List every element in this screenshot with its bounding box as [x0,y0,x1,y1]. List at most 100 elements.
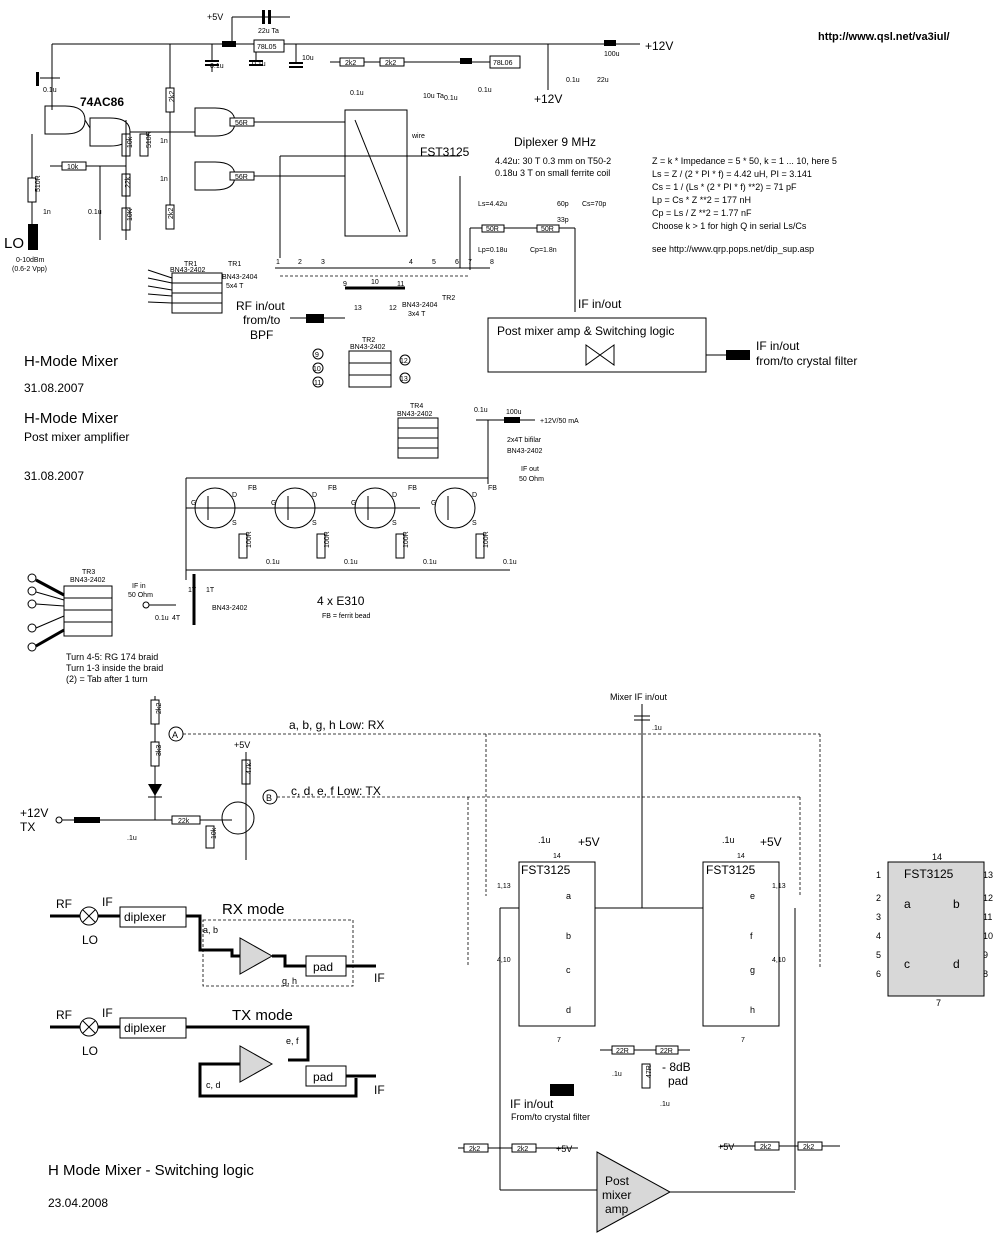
svg-text:D: D [392,492,397,499]
pad-note-2: pad [668,1074,688,1088]
svg-text:Turn 1-3 inside the braid: Turn 1-3 inside the braid [66,663,163,673]
svg-text:1T: 1T [206,587,215,594]
svg-text:10u Ta: 10u Ta [423,93,444,100]
svg-text:5x4 T: 5x4 T [226,283,244,290]
svg-text:1n: 1n [43,209,51,216]
svg-text:RF: RF [56,897,72,911]
rf-label-3: BPF [250,328,273,342]
fet-4: G D S FB 100R 0.1u [431,485,517,566]
svg-text:IF: IF [102,1006,113,1020]
post-mixer-amp-box[interactable] [487,317,707,373]
svg-text:2k2: 2k2 [469,1146,480,1153]
svg-text:.1u: .1u [660,1101,670,1108]
svg-text:FB: FB [248,485,257,492]
svg-text:Ls=4.42u: Ls=4.42u [478,201,507,208]
svg-text:4,10: 4,10 [772,957,786,964]
svg-text:amp: amp [605,1202,629,1216]
svg-text:100u: 100u [506,409,522,416]
svg-text:14: 14 [737,853,745,860]
node-b [262,789,278,805]
svg-text:100u: 100u [604,51,620,58]
xor-gate-2 [89,117,131,147]
if-crystal-connector[interactable] [550,1084,574,1096]
amp-date: 31.08.2007 [24,469,84,483]
svg-text:2k2: 2k2 [760,1144,771,1151]
tx-mode-diagram: RF IF LO diplexer TX mode e, f pad c, d … [50,1006,385,1098]
svg-text:14: 14 [932,852,942,862]
header-url[interactable]: http://www.qsl.net/va3iul/ [818,31,950,43]
svg-text:22k: 22k [125,176,132,188]
svg-text:50R: 50R [486,226,499,233]
regulator-78l05 [253,39,285,53]
amp-section: H-Mode Mixer Post mixer amplifier 31.08.… [24,403,579,684]
svg-text:IF: IF [102,895,113,909]
supply-5v-label: +5V [207,12,223,22]
svg-text:100R: 100R [403,531,410,548]
fst3125-right [702,861,780,1027]
svg-text:3: 3 [321,259,325,266]
svg-text:4: 4 [409,259,413,266]
svg-text:2: 2 [876,893,881,903]
cap-22u-ta: 22u Ta [258,28,279,35]
svg-text:10u: 10u [302,55,314,62]
svg-text:Cs = 1 / (Ls * (2 * PI * f) **: Cs = 1 / (Ls * (2 * PI * f) **2) = 71 pF [652,182,797,192]
see-link[interactable]: see http://www.qrp.pops.net/dip_sup.asp [652,244,814,254]
svg-text:0.1u: 0.1u [474,407,488,414]
svg-text:TR2: TR2 [442,295,455,302]
svg-text:LO: LO [82,1044,98,1058]
svg-text:c, d: c, d [206,1080,221,1090]
svg-text:Turn 4-5: RG 174 braid: Turn 4-5: RG 174 braid [66,652,158,662]
svg-text:22u: 22u [597,77,609,84]
svg-text:+5V: +5V [760,835,782,849]
svg-text:Z = k * Impedance = 5 * 50, k: Z = k * Impedance = 5 * 50, k = 1 ... 10… [652,156,837,166]
svg-text:510R: 510R [35,175,42,192]
fst3125-left [518,861,596,1027]
svg-text:RF: RF [56,1008,72,1022]
fst3125-label: FST3125 [420,145,470,159]
svg-text:BN43-2402: BN43-2402 [212,605,248,612]
svg-text:IF in/out: IF in/out [756,339,800,353]
if-cf-label-2: From/to crystal filter [511,1112,590,1122]
svg-text:h: h [750,1005,755,1015]
svg-text:1: 1 [276,259,280,266]
svg-text:33p: 33p [557,217,569,224]
svg-text:Ls = Z / (2 * PI * f) = 4.42 u: Ls = Z / (2 * PI * f) = 4.42 uH, PI = 3.… [652,169,812,179]
svg-text:10: 10 [983,931,993,941]
svg-text:TR1: TR1 [184,261,197,268]
svg-text:10k: 10k [127,136,134,148]
lo-connector[interactable] [28,224,38,250]
svg-text:100R: 100R [246,531,253,548]
svg-text:3x4 T: 3x4 T [408,311,426,318]
svg-text:FB: FB [328,485,337,492]
svg-text:78L05: 78L05 [257,44,277,51]
decoupling-caps-top: 0.1u 0.1u 10u 0.1u [36,44,314,94]
rf-label-1: RF in/out [236,299,285,313]
if-filter-connector[interactable] [726,350,750,360]
svg-text:3: 3 [876,912,881,922]
svg-text:6: 6 [455,259,459,266]
svg-text:8: 8 [490,259,494,266]
svg-text:f: f [750,931,753,941]
svg-text:1,13: 1,13 [772,883,786,890]
post-box-label: Post mixer amp & Switching logic [497,324,674,338]
svg-text:g, h: g, h [282,976,297,986]
rf-connector[interactable] [306,314,324,323]
svg-text:78L06: 78L06 [493,60,513,67]
svg-text:8: 8 [983,969,988,979]
svg-text:2k2: 2k2 [803,1144,814,1151]
tx-mode-label: TX mode [232,1007,293,1024]
rx-mode-label: RX mode [222,901,285,918]
svg-text:0-10dBm: 0-10dBm [16,257,45,264]
svg-text:1n: 1n [160,176,168,183]
svg-text:BN43-2404: BN43-2404 [402,302,438,309]
svg-text:.1u: .1u [538,835,551,845]
amp-subtitle: Post mixer amplifier [24,430,129,444]
svg-text:47k: 47k [246,762,253,774]
svg-text:Cp=1.8n: Cp=1.8n [530,247,557,254]
svg-text:22R: 22R [660,1048,673,1055]
svg-text:0.1u: 0.1u [210,63,224,70]
svg-text:100R: 100R [324,531,331,548]
svg-text:5: 5 [876,950,881,960]
regulator-78l06 [489,55,521,69]
